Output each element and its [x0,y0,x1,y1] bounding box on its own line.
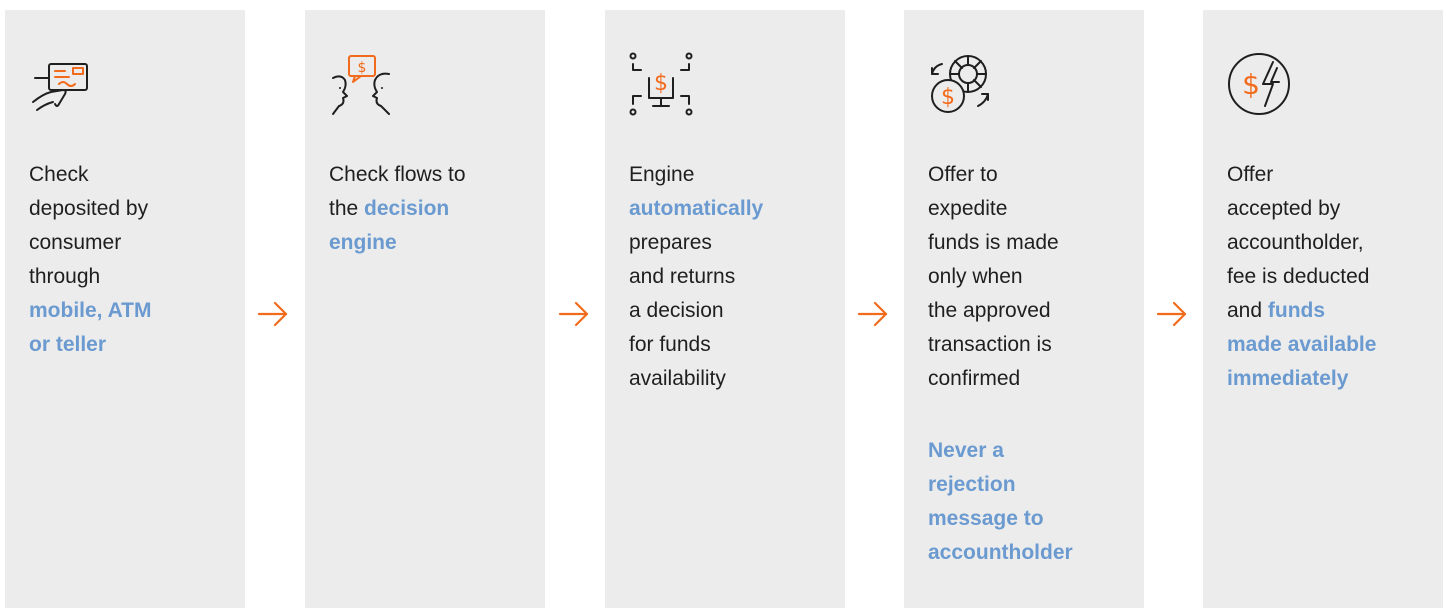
highlight-line: made available [1227,333,1377,356]
text-line: accountholder, [1227,231,1364,254]
text-line: the decision [329,197,450,220]
arrow-right-icon [255,299,291,329]
text-line: only when [928,265,1023,288]
step-panel-4: $ Offer to expedite funds is made only w… [904,10,1144,608]
step-text-5: Offer accepted by accountholder, fee is … [1227,158,1439,396]
highlight-word: funds [1267,299,1326,322]
text-line: accepted by [1227,197,1341,220]
step-text-3: Engine automatically prepares and return… [629,158,841,396]
note-line: rejection [928,473,1016,496]
text-line: Offer [1227,163,1274,186]
svg-text:$: $ [941,85,955,110]
text-line: Check flows to [329,163,466,186]
instant-funds-icon: $ [1227,52,1291,116]
text-line: Engine [629,163,695,186]
text-line: fee is deducted [1227,265,1370,288]
note-line: accountholder [928,541,1073,564]
step-panel-3: $ Engine automatically prepares and retu… [605,10,845,608]
arrow-right-icon [1154,299,1190,329]
text-line: availability [629,367,726,390]
text-line: transaction is [928,333,1052,356]
card-deposit-icon [29,52,93,116]
text-line: consumer [29,231,122,254]
arrow-right-icon [855,299,891,329]
svg-text:$: $ [358,60,367,76]
step-text-4: Offer to expedite funds is made only whe… [928,158,1140,396]
step-text-1: Check deposited by consumer through mobi… [29,158,241,362]
text-line: and funds [1227,299,1326,322]
highlight-line: immediately [1227,367,1349,390]
text-line: a decision [629,299,724,322]
step-text-2: Check flows to the decision engine [329,158,541,260]
text-line: for funds [629,333,711,356]
text-line: Offer to [928,163,998,186]
text-line: through [29,265,101,288]
no-rejection-note: Never a rejection message to accounthold… [928,434,1140,570]
text-line: the approved [928,299,1051,322]
text-line: confirmed [928,367,1021,390]
note-line: message to [928,507,1044,530]
note-line: Never a [928,439,1004,462]
step-panel-5: $ Offer accepted by accountholder, fee i… [1203,10,1443,608]
monitor-dollar-icon: $ [629,52,693,116]
conversation-dollar-icon: $ [329,52,393,116]
text-line: prepares [629,231,712,254]
highlight-line: automatically [629,197,764,220]
highlight-line: engine [329,231,397,254]
text-line: and returns [629,265,736,288]
text-line: deposited by [29,197,149,220]
text-line: funds is made [928,231,1059,254]
highlight-line: or teller [29,333,107,356]
svg-text:$: $ [1242,68,1260,101]
highlight-word: decision [364,197,450,220]
coin-exchange-icon: $ [928,52,992,116]
step-panel-2: $ Check flows to the decision engine [305,10,545,608]
svg-text:$: $ [654,71,668,96]
arrow-right-icon [556,299,592,329]
text-line: Check [29,163,89,186]
step-panel-1: Check deposited by consumer through mobi… [5,10,245,608]
text-line: expedite [928,197,1008,220]
highlight-line: mobile, ATM [29,299,152,322]
